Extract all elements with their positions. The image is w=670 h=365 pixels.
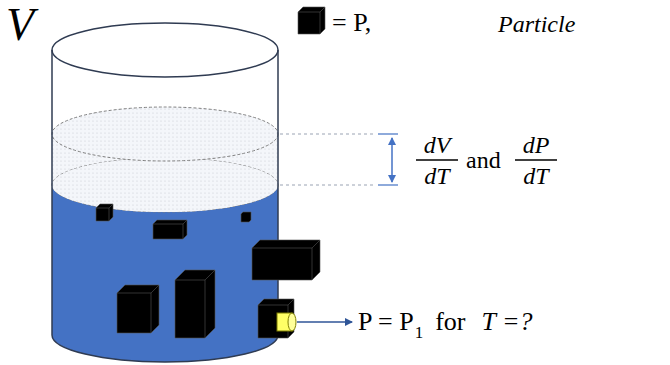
leader: [280, 134, 376, 135]
outlet-condition: P = P: [358, 309, 414, 335]
water-surface: [52, 158, 278, 212]
fraction-denominator: dT: [424, 164, 449, 188]
outlet-tap: [277, 313, 296, 331]
tank-bottom: [52, 335, 278, 362]
level-arrow: [391, 138, 393, 182]
leader: [280, 185, 376, 186]
fraction-numerator: dV: [424, 133, 451, 157]
level-band: [52, 107, 278, 212]
fraction-bar: [416, 159, 458, 160]
legend-caption: Particle: [498, 12, 575, 36]
upper-level: [52, 107, 278, 161]
volume-label: V: [6, 2, 34, 48]
fraction-bar: [515, 159, 557, 160]
tank-top: [52, 23, 278, 77]
fraction-denominator: dT: [523, 164, 548, 188]
level-tick: [378, 184, 398, 185]
particle-cube: [298, 7, 325, 34]
conjunction: and: [466, 148, 501, 172]
particles: [96, 204, 320, 338]
water-surface-dots: [52, 158, 278, 212]
legend-text: = P,: [332, 10, 371, 36]
level-tick: [378, 133, 398, 134]
tank-wall: [277, 50, 279, 335]
outlet-condition: T =?: [481, 309, 532, 335]
fraction-numerator: dP: [523, 133, 550, 157]
outlet-arrow: [297, 321, 352, 323]
subscript: 1: [415, 324, 424, 341]
tank-wall: [51, 50, 53, 335]
outlet-condition: for: [435, 309, 465, 335]
